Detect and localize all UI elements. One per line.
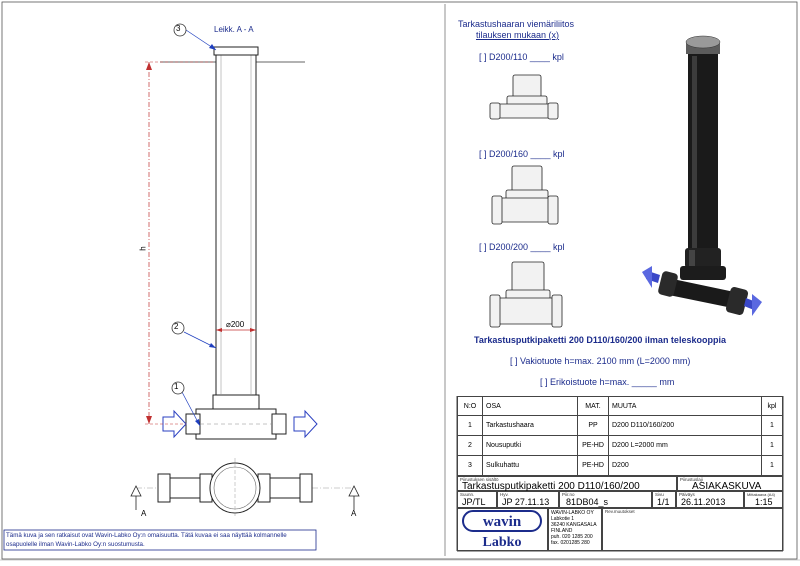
parts-table-header: N:O OSA MAT. MUUTA kpl [457, 396, 783, 416]
package-standard-option: [ ] Vakiotuote h=max. 2100 mm (L=2000 mm… [510, 356, 691, 366]
company-line: FINLAND [551, 528, 573, 534]
logo-wavin: wavin [483, 514, 522, 530]
cell-notes: D200 [608, 455, 762, 476]
cell-no: 3 [457, 455, 483, 476]
name-label: Piirustuksen sisältö [460, 477, 499, 482]
package-title: Tarkastusputkipaketti 200 D110/160/200 i… [474, 335, 726, 345]
parts-table: N:O OSA MAT. MUUTA kpl 1 Tarkastushaara … [457, 396, 783, 476]
drawing-type: ASIAKASKUVA [692, 481, 762, 492]
cell-notes: D200 D110/160/200 [608, 415, 762, 436]
logo-labko: Labko [483, 535, 522, 550]
company-line: WAVIN-LABKO OY [551, 510, 594, 516]
company-line: puh. 020 1285 200 [551, 534, 593, 540]
title-block-date: Päiväys 26.11.2013 [676, 491, 744, 508]
title-block-sheet: Sivu 1/1 [652, 491, 676, 508]
cell-qty: 1 [761, 435, 783, 456]
cell-qty: 1 [761, 415, 783, 436]
branch-header-line1: Tarkastushaaran viemäriliitos [458, 19, 575, 29]
wavin-labko-logo: wavin Labko [462, 510, 542, 550]
scale-label: Mittakaava (A4) [747, 492, 776, 497]
title-block-type: Piirustuslaji ASIAKASKUVA [677, 476, 783, 492]
title-block-drawing-no: Piir.no 81DB04_s [559, 491, 652, 508]
cell-part: Nousuputki [482, 435, 578, 456]
company-address: WAVIN-LABKO OY Labkotie 1 36240 KANGASAL… [548, 508, 602, 551]
drawing-no-label: Piir.no [562, 492, 575, 497]
table-row: 2 Nousuputki PE-HD D200 L=2000 mm 1 [457, 435, 783, 456]
title-block-scale: Mittakaava (A4) 1:15 [744, 491, 783, 508]
company-line: fax. 0201285 280 [551, 540, 590, 546]
cell-material: PP [577, 415, 609, 436]
header-no: N:O [457, 396, 483, 416]
copyright-notice: Tämä kuva ja sen ratkaisut ovat Wavin-La… [6, 532, 287, 548]
header-notes: MUUTA [608, 396, 762, 416]
package-special-option: [ ] Erikoistuote h=max. _____ mm [540, 377, 675, 387]
header-part: OSA [482, 396, 578, 416]
section-mark-left: A [141, 509, 147, 518]
cell-part: Tarkastushaara [482, 415, 578, 436]
table-row: 3 Sulkuhattu PE-HD D200 1 [457, 455, 783, 476]
cell-material: PE-HD [577, 435, 609, 456]
drawing-scale: 1:15 [755, 497, 773, 507]
section-mark-right: A [351, 509, 357, 518]
cell-part: Sulkuhattu [482, 455, 578, 476]
cell-material: PE-HD [577, 455, 609, 476]
company-line: Labkotie 1 [551, 516, 575, 522]
logo-box [457, 508, 548, 551]
drawn-by: JP/TL [462, 497, 486, 507]
title-block-drawn: Suunn. JP/TL [457, 491, 497, 508]
callout-2: 2 [174, 322, 179, 331]
title-block-approved: Hyv. JP 27.11.13 [497, 491, 559, 508]
table-row: 1 Tarkastushaara PP D200 D110/160/200 1 [457, 415, 783, 436]
title-block-name: Piirustuksen sisältö Tarkastusputkipaket… [457, 476, 677, 492]
changes-label: Rev.muutokset [605, 509, 635, 514]
branch-header-line2: tilauksen mukaan (x) [476, 30, 560, 40]
height-dimension-label: h [138, 246, 148, 251]
diameter-dimension-label: ⌀200 [226, 320, 245, 329]
date-label: Päiväys [679, 492, 695, 497]
drawn-label: Suunn. [460, 492, 475, 497]
sheet-label: Sivu [655, 492, 664, 497]
title-block-changes: Rev.muutokset [602, 508, 783, 551]
cell-qty: 1 [761, 455, 783, 476]
branch-option-d200-200: [ ] D200/200 ____ kpl [479, 242, 565, 252]
company-line: 36240 KANGASALA [551, 522, 597, 528]
callout-1: 1 [174, 382, 179, 391]
branch-option-d200-160: [ ] D200/160 ____ kpl [479, 149, 565, 159]
drawing-no: 81DB04_s [566, 497, 609, 507]
drawing-name: Tarkastusputkipaketti 200 D110/160/200 [462, 481, 640, 492]
section-title: Leikk. A - A [214, 25, 254, 34]
cell-notes: D200 L=2000 mm [608, 435, 762, 456]
sheet-no: 1/1 [657, 497, 670, 507]
approved-by: JP 27.11.13 [502, 497, 550, 507]
header-qty: kpl [761, 396, 783, 416]
drawing-date: 26.11.2013 [681, 497, 726, 507]
cell-no: 1 [457, 415, 483, 436]
header-material: MAT. [577, 396, 609, 416]
cell-no: 2 [457, 435, 483, 456]
type-label: Piirustuslaji [680, 477, 703, 482]
callout-3: 3 [176, 24, 181, 33]
branch-option-d200-110: [ ] D200/110 ____ kpl [479, 52, 564, 62]
approved-label: Hyv. [500, 492, 509, 497]
